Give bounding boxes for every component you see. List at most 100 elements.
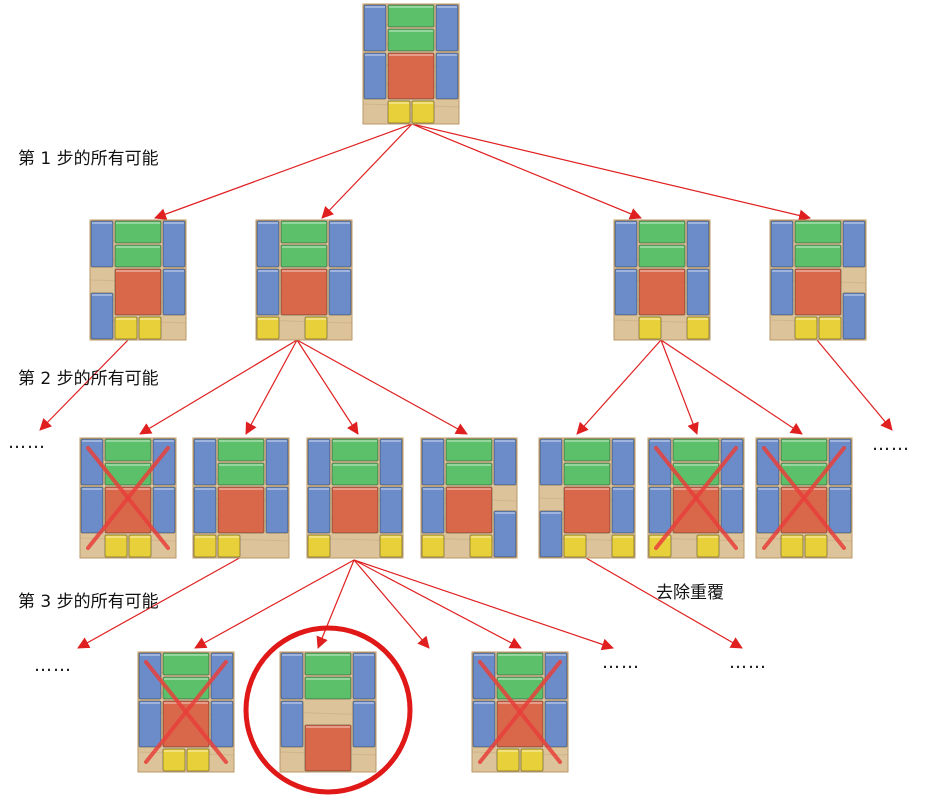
- piece-blue: [138, 700, 162, 748]
- piece-yellow: [162, 748, 186, 772]
- piece-blue: [363, 52, 387, 100]
- piece-red: [672, 486, 720, 534]
- piece-green: [217, 438, 265, 462]
- cross-mark-stroke: [478, 660, 562, 764]
- piece-highlight: [474, 654, 494, 656]
- piece-blue: [828, 438, 852, 486]
- piece-blue: [828, 486, 852, 534]
- piece-highlight: [195, 536, 215, 538]
- piece-highlight: [565, 440, 609, 442]
- tree-edge-10: [576, 339, 662, 435]
- piece-highlight: [282, 222, 326, 224]
- piece-blue: [193, 438, 217, 486]
- piece-highlight: [389, 30, 433, 32]
- piece-blue: [80, 486, 104, 534]
- piece-blue: [421, 486, 445, 534]
- piece-blue: [280, 652, 304, 700]
- piece-blue: [435, 4, 459, 52]
- tree-marks: [86, 446, 846, 795]
- piece-highlight: [688, 270, 708, 272]
- piece-yellow: [387, 100, 411, 124]
- piece-highlight: [306, 318, 326, 320]
- piece-highlight: [698, 536, 718, 538]
- piece-blue: [210, 700, 234, 748]
- piece-yellow: [128, 534, 152, 558]
- piece-yellow: [217, 534, 241, 558]
- piece-yellow: [638, 316, 662, 340]
- piece-highlight: [267, 488, 287, 490]
- piece-highlight: [796, 318, 816, 320]
- piece-green: [563, 438, 611, 462]
- board-root: [362, 3, 460, 125]
- piece-highlight: [92, 294, 112, 296]
- piece-green: [104, 438, 152, 462]
- piece-green: [304, 676, 352, 700]
- piece-yellow: [138, 316, 162, 340]
- ellipsis-row4-right: ……: [729, 652, 767, 673]
- piece-blue: [614, 268, 638, 316]
- piece-yellow: [804, 534, 828, 558]
- piece-highlight: [782, 440, 826, 442]
- piece-green: [496, 676, 544, 700]
- piece-yellow: [780, 534, 804, 558]
- piece-green: [304, 652, 352, 676]
- piece-highlight: [471, 536, 491, 538]
- piece-highlight: [130, 536, 150, 538]
- piece-highlight: [546, 702, 566, 704]
- tree-edge-4: [411, 123, 811, 222]
- piece-blue: [138, 652, 162, 700]
- piece-blue: [280, 700, 304, 748]
- piece-highlight: [116, 222, 160, 224]
- tree-edge-11: [660, 339, 699, 435]
- tree-edge-15: [194, 559, 355, 649]
- piece-highlight: [447, 464, 491, 466]
- piece-highlight: [782, 464, 826, 466]
- tree-edge-16: [316, 559, 355, 649]
- piece-blue: [472, 652, 496, 700]
- piece-highlight: [282, 246, 326, 248]
- step1-label: 第 1 步的所有可能: [18, 149, 159, 169]
- piece-highlight: [309, 536, 329, 538]
- piece-red: [104, 486, 152, 534]
- piece-red: [445, 486, 493, 534]
- piece-blue: [256, 268, 280, 316]
- piece-red: [304, 724, 352, 772]
- piece-blue: [379, 486, 403, 534]
- piece-highlight: [413, 102, 433, 104]
- piece-highlight: [140, 702, 160, 704]
- piece-highlight: [258, 318, 278, 320]
- tree-edge-8: [296, 339, 359, 435]
- piece-blue: [435, 52, 459, 100]
- piece-blue: [539, 510, 563, 558]
- piece-green: [280, 244, 328, 268]
- piece-highlight: [92, 222, 112, 224]
- piece-highlight: [758, 440, 778, 442]
- piece-green: [672, 438, 720, 462]
- cross-mark-stroke: [654, 446, 738, 550]
- piece-blue: [80, 438, 104, 486]
- piece-green: [114, 244, 162, 268]
- piece-highlight: [381, 488, 401, 490]
- piece-yellow: [193, 534, 217, 558]
- piece-blue: [265, 486, 289, 534]
- solution-circle: [243, 625, 413, 795]
- piece-yellow: [520, 748, 544, 772]
- piece-yellow: [611, 534, 635, 558]
- piece-yellow: [818, 316, 842, 340]
- piece-blue: [162, 268, 186, 316]
- piece-blue: [307, 438, 331, 486]
- piece-highlight: [333, 488, 377, 490]
- board-step2-e: [538, 437, 636, 559]
- piece-highlight: [282, 702, 302, 704]
- piece-red: [217, 486, 265, 534]
- piece-blue: [686, 268, 710, 316]
- piece-blue: [614, 220, 638, 268]
- piece-highlight: [650, 536, 670, 538]
- piece-green: [780, 438, 828, 462]
- piece-highlight: [116, 246, 160, 248]
- piece-blue: [493, 438, 517, 486]
- board-step2-b: [192, 437, 290, 559]
- board-step3-b: [279, 651, 377, 773]
- piece-highlight: [195, 488, 215, 490]
